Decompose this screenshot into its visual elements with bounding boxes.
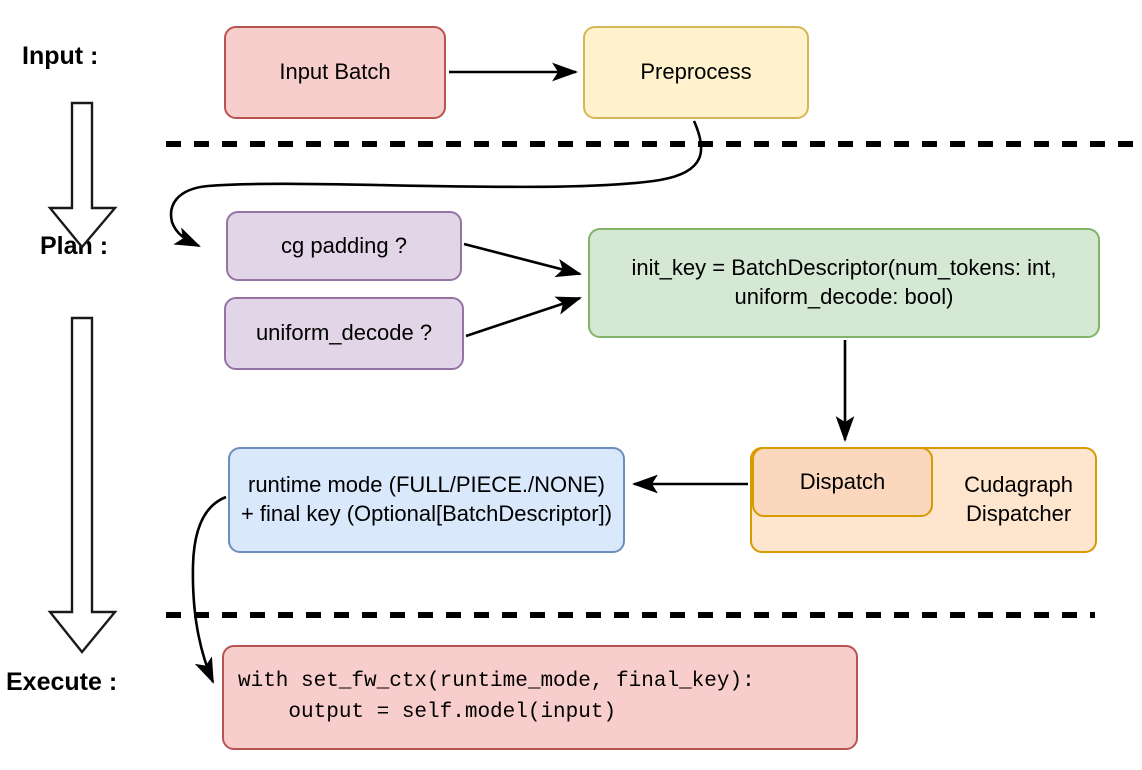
- flow-arrow-plan-to-execute: [47, 316, 118, 654]
- node-preprocess[interactable]: Preprocess: [583, 26, 809, 119]
- stage-label-input: Input :: [22, 42, 99, 70]
- edge-runtime-mode-to-exec-code: [191, 495, 227, 684]
- node-dispatch[interactable]: Dispatch: [752, 447, 933, 517]
- node-runtime-mode[interactable]: runtime mode (FULL/PIECE./NONE) + final …: [228, 447, 625, 553]
- flow-arrow-input-to-plan: [47, 101, 118, 249]
- node-exec-code[interactable]: with set_fw_ctx(runtime_mode, final_key)…: [222, 645, 858, 750]
- node-uniform-decode[interactable]: uniform_decode ?: [224, 297, 464, 370]
- edge-cg-padding-to-init-key: [463, 242, 583, 278]
- edge-uniform-decode-to-init-key: [465, 296, 582, 338]
- node-cg-padding[interactable]: cg padding ?: [226, 211, 462, 281]
- node-input-batch[interactable]: Input Batch: [224, 26, 446, 119]
- node-init-key[interactable]: init_key = BatchDescriptor(num_tokens: i…: [588, 228, 1100, 338]
- stage-label-execute: Execute :: [6, 668, 118, 696]
- stage-label-plan: Plan :: [40, 232, 109, 260]
